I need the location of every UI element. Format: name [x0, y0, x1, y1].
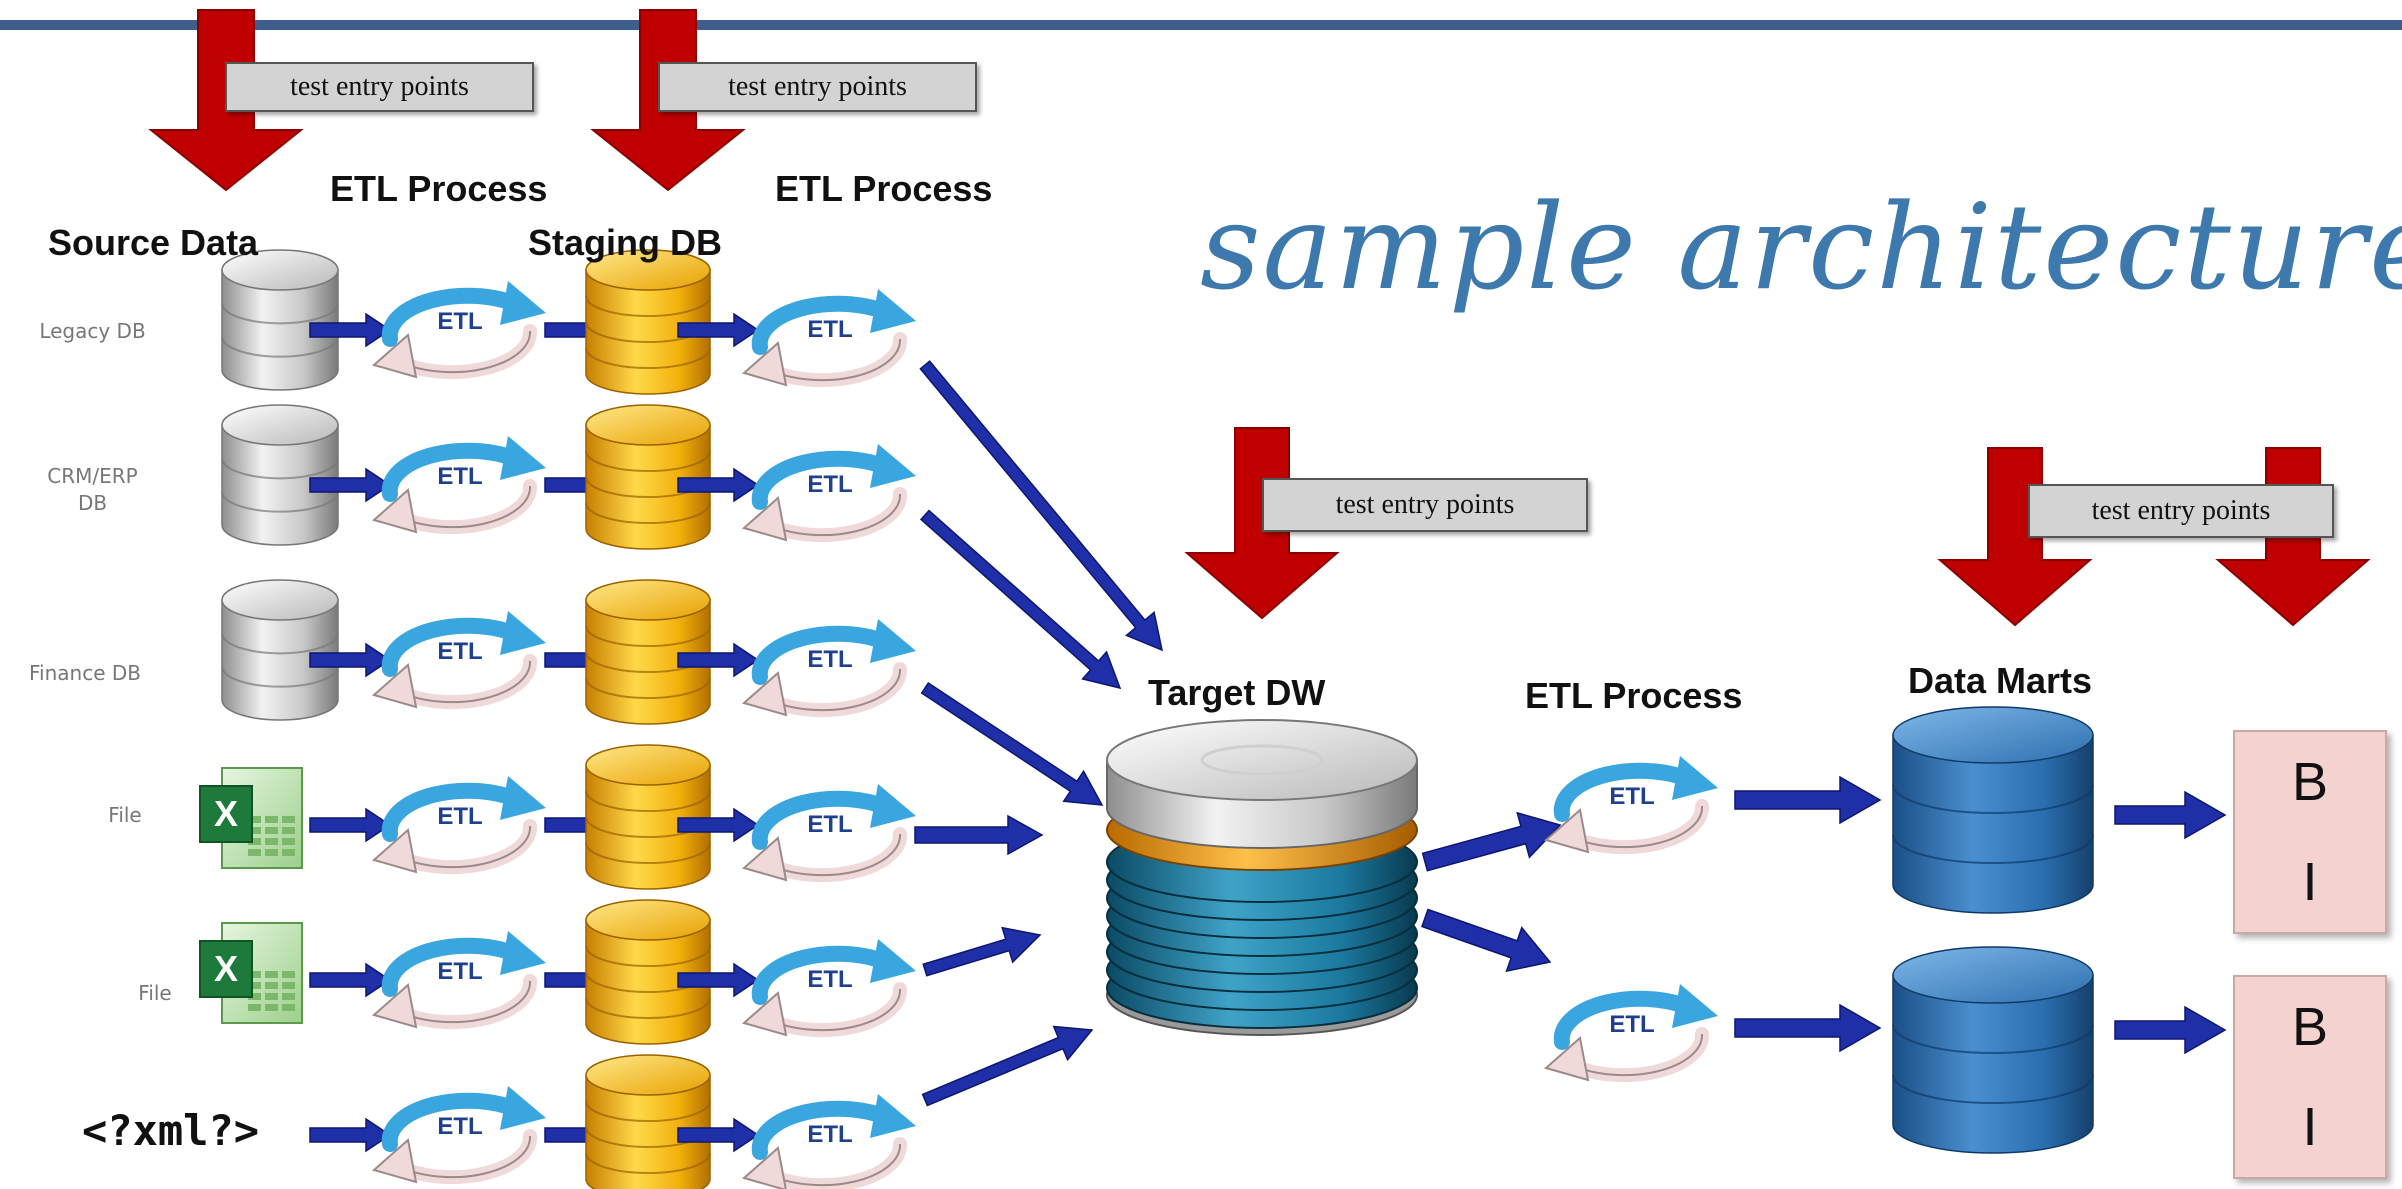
flow-arrow-icon-to-dw-6 — [921, 1025, 1094, 1107]
etl-cycle-icon-b-3: ETL — [741, 619, 916, 718]
etl-cycle-icon-b-4: ETL — [741, 784, 916, 883]
flow-arrow-icon-mart-to-bi-1 — [2114, 790, 2227, 840]
test-entry-label-3: test entry points — [1262, 478, 1588, 532]
header-etl-process-3: ETL Process — [1525, 675, 1743, 716]
header-etl-process-1: ETL Process — [330, 168, 548, 209]
source-label-crm-erp-db: CRM/ERP DB — [47, 464, 138, 515]
target-dw-icon — [1106, 719, 1418, 1036]
svg-text:X: X — [214, 793, 238, 834]
flow-arrow-icon-to-dw-1 — [919, 360, 1164, 652]
etl-cycle-icon-b-2: ETL — [741, 444, 916, 543]
flow-arrow-icon-from-staging-2 — [677, 467, 760, 503]
etl-label: ETL — [437, 308, 482, 335]
flow-arrow-icon-etl-to-mart-2 — [1734, 1003, 1882, 1053]
excel-file-icon-5: X — [199, 922, 303, 1024]
flow-arrow-icon-dw-to-etl-2 — [1421, 908, 1552, 973]
etl-label: ETL — [807, 1121, 852, 1148]
etl-cycle-icon-a-4: ETL — [371, 776, 546, 875]
flow-arrow-icon-to-dw-2 — [919, 509, 1122, 690]
staging-database-icon-2 — [585, 404, 711, 550]
source-label-file-2: File — [138, 981, 172, 1005]
top-bar — [0, 20, 2402, 30]
flow-arrow-icon-from-staging-6 — [677, 1117, 760, 1153]
header-data-marts: Data Marts — [1908, 660, 2093, 701]
header-target-dw: Target DW — [1148, 672, 1326, 713]
database-icon-3 — [221, 579, 339, 721]
data-mart-icon-1 — [1892, 706, 2094, 914]
flow-arrow-icon-src-4 — [309, 807, 392, 843]
flow-arrow-icon-mart-to-bi-2 — [2114, 1005, 2227, 1055]
flow-arrow-icon-src-5 — [309, 962, 392, 998]
staging-database-icon-3 — [585, 579, 711, 725]
source-label-file-1: File — [108, 803, 142, 827]
etl-cycle-icon-b-5: ETL — [741, 939, 916, 1038]
etl-label: ETL — [807, 471, 852, 498]
source-label-finance-db: Finance DB — [29, 661, 141, 685]
staging-database-icon-4 — [585, 744, 711, 890]
etl-cycle-icon-a-2: ETL — [371, 436, 546, 535]
etl-cycle-icon-c-1: ETL — [1543, 756, 1718, 855]
etl-label: ETL — [1609, 783, 1654, 810]
flow-arrow-icon-etl-to-mart-1 — [1734, 775, 1882, 825]
flow-arrow-icon-from-staging-4 — [677, 807, 760, 843]
flow-arrow-icon-dw-to-etl-1 — [1421, 811, 1562, 872]
test-entry-label-2: test entry points — [658, 62, 977, 112]
etl-cycle-icon-b-6: ETL — [741, 1094, 916, 1189]
flow-arrow-icon-src-6 — [309, 1117, 392, 1153]
etl-label: ETL — [1609, 1011, 1654, 1038]
etl-label: ETL — [807, 316, 852, 343]
etl-cycle-icon-a-6: ETL — [371, 1086, 546, 1185]
etl-label: ETL — [807, 646, 852, 673]
excel-file-icon-4: X — [199, 767, 303, 869]
data-mart-icon-2 — [1892, 946, 2094, 1154]
etl-cycle-icon-a-1: ETL — [371, 281, 546, 380]
source-label-legacy-db: Legacy DB — [39, 319, 146, 343]
etl-label: ETL — [437, 1113, 482, 1140]
etl-cycle-icon-b-1: ETL — [741, 289, 916, 388]
etl-label: ETL — [437, 638, 482, 665]
flow-arrow-icon-to-dw-4 — [914, 814, 1044, 856]
bi-box-2-letter-i: I — [2302, 1097, 2318, 1157]
test-entry-arrow-icon-4 — [1937, 447, 2093, 627]
test-entry-label-4: test entry points — [2028, 484, 2334, 538]
etl-label: ETL — [437, 958, 482, 985]
flow-arrow-icon-to-dw-3 — [920, 681, 1104, 806]
header-etl-process-2: ETL Process — [775, 168, 993, 209]
bi-box-1-letter-i: I — [2302, 852, 2318, 912]
flow-arrow-icon-src-3 — [309, 642, 392, 678]
etl-label: ETL — [437, 463, 482, 490]
database-icon-1 — [221, 249, 339, 391]
diagram-title: sample architecture — [1200, 178, 2402, 316]
bi-box-2-letter-b: B — [2291, 997, 2329, 1057]
flow-arrow-icon-src-2 — [309, 467, 392, 503]
etl-label: ETL — [437, 803, 482, 830]
etl-cycle-icon-a-5: ETL — [371, 931, 546, 1030]
etl-cycle-icon-c-2: ETL — [1543, 984, 1718, 1083]
staging-database-icon-6 — [585, 1054, 711, 1189]
source-label-xml: <?xml?> — [82, 1106, 260, 1155]
header-staging-db: Staging DB — [528, 222, 722, 263]
flow-arrow-icon-src-1 — [309, 312, 392, 348]
etl-cycle-icon-a-3: ETL — [371, 611, 546, 710]
svg-text:X: X — [214, 948, 238, 989]
bi-box-1-letter-b: B — [2291, 752, 2329, 812]
database-icon-2 — [221, 404, 339, 546]
header-source-data: Source Data — [48, 222, 259, 263]
etl-label: ETL — [807, 966, 852, 993]
test-entry-label-1: test entry points — [225, 62, 534, 112]
staging-database-icon-1 — [585, 249, 711, 395]
flow-arrow-icon-to-dw-5 — [922, 926, 1042, 977]
staging-database-icon-5 — [585, 899, 711, 1045]
etl-label: ETL — [807, 811, 852, 838]
flow-arrow-icon-from-staging-5 — [677, 962, 760, 998]
bi-box-1: B I — [2233, 730, 2387, 934]
flow-arrow-icon-from-staging-1 — [677, 312, 760, 348]
flow-arrow-icon-from-staging-3 — [677, 642, 760, 678]
bi-box-2: B I — [2233, 975, 2387, 1179]
